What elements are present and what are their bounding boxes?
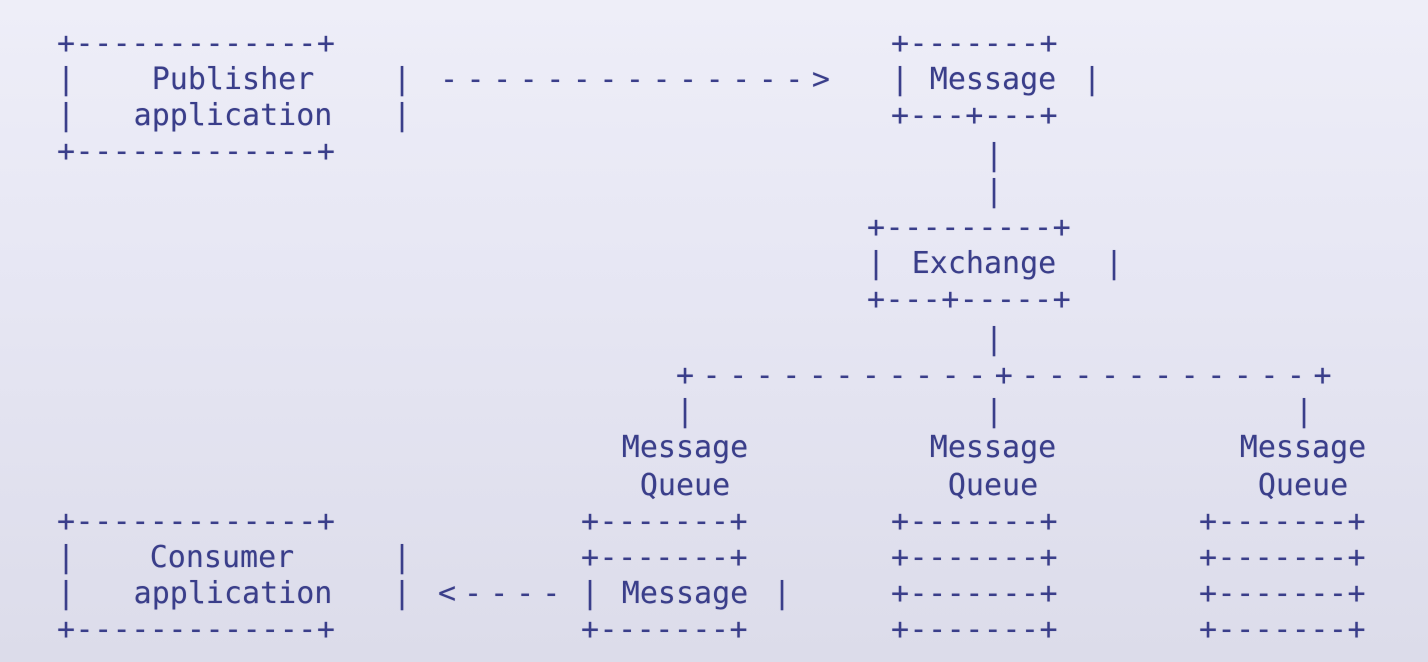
queue-3-slot-2: +-------+ (1199, 540, 1367, 575)
consumer-box-top: +-------------+ (57, 504, 336, 539)
message-top-box-top: +-------+ (891, 26, 1059, 61)
consumer-box-left-1: | (57, 540, 76, 575)
queue-2-slot-2: +-------+ (891, 540, 1059, 575)
connector-message-exchange-2: | (985, 174, 1004, 209)
publisher-box-left-2: | (57, 98, 76, 133)
publisher-box-right-1: | (393, 62, 412, 97)
consumer-box-right-2: | (393, 576, 412, 611)
message-top-box-bottom: +---+---+ (891, 98, 1059, 133)
split-line: +-----------+-----------+ (676, 358, 1341, 393)
queue-3-slot-1: +-------+ (1199, 504, 1367, 539)
message-top-box-right: | (1083, 62, 1102, 97)
publisher-label: Publisher (151, 62, 315, 97)
consumer-box-bottom: +-------------+ (57, 612, 336, 647)
publisher-label-2: application (133, 98, 333, 133)
drop-queue-3: | (1295, 394, 1314, 429)
publish-arrow: --------------> (440, 62, 839, 97)
consumer-box-right-1: | (393, 540, 412, 575)
consumer-label: Consumer (149, 540, 295, 575)
queue-1-message-left: | (581, 576, 600, 611)
queue-1-label-line1: Message (621, 430, 749, 465)
message-top-box-left: | (891, 62, 910, 97)
exchange-box-bottom: +---+-----+ (867, 282, 1072, 317)
consumer-box-left-2: | (57, 576, 76, 611)
consume-arrow: <---- (438, 576, 569, 611)
queue-3-slot-4: +-------+ (1199, 612, 1367, 647)
queue-1-slot-4: +-------+ (581, 612, 749, 647)
exchange-box-left: | (867, 246, 886, 281)
consumer-label-2: application (133, 576, 333, 611)
publisher-box-right-2: | (393, 98, 412, 133)
connector-exchange-split: | (985, 322, 1004, 357)
publisher-box-bottom: +-------------+ (57, 134, 336, 169)
queue-3-label-line2: Queue (1257, 468, 1349, 503)
message-top-label: Message (929, 62, 1057, 97)
queue-2-slot-3: +-------+ (891, 576, 1059, 611)
connector-message-exchange-1: | (985, 138, 1004, 173)
queue-3-label-line1: Message (1239, 430, 1367, 465)
queue-2-slot-1: +-------+ (891, 504, 1059, 539)
queue-1-message-right: | (773, 576, 792, 611)
queue-1-slot-2: +-------+ (581, 540, 749, 575)
queue-2-slot-4: +-------+ (891, 612, 1059, 647)
exchange-label: Exchange (911, 246, 1057, 281)
queue-3-slot-3: +-------+ (1199, 576, 1367, 611)
publisher-box-left-1: | (57, 62, 76, 97)
queue-1-message-label: Message (621, 576, 749, 611)
drop-queue-2: | (985, 394, 1004, 429)
publisher-box-top: +-------------+ (57, 26, 336, 61)
queue-1-slot-1: +-------+ (581, 504, 749, 539)
drop-queue-1: | (676, 394, 695, 429)
queue-1-label-line2: Queue (639, 468, 731, 503)
exchange-box-top: +---------+ (867, 210, 1072, 245)
queue-2-label-line1: Message (929, 430, 1057, 465)
exchange-box-right: | (1105, 246, 1124, 281)
queue-2-label-line2: Queue (947, 468, 1039, 503)
